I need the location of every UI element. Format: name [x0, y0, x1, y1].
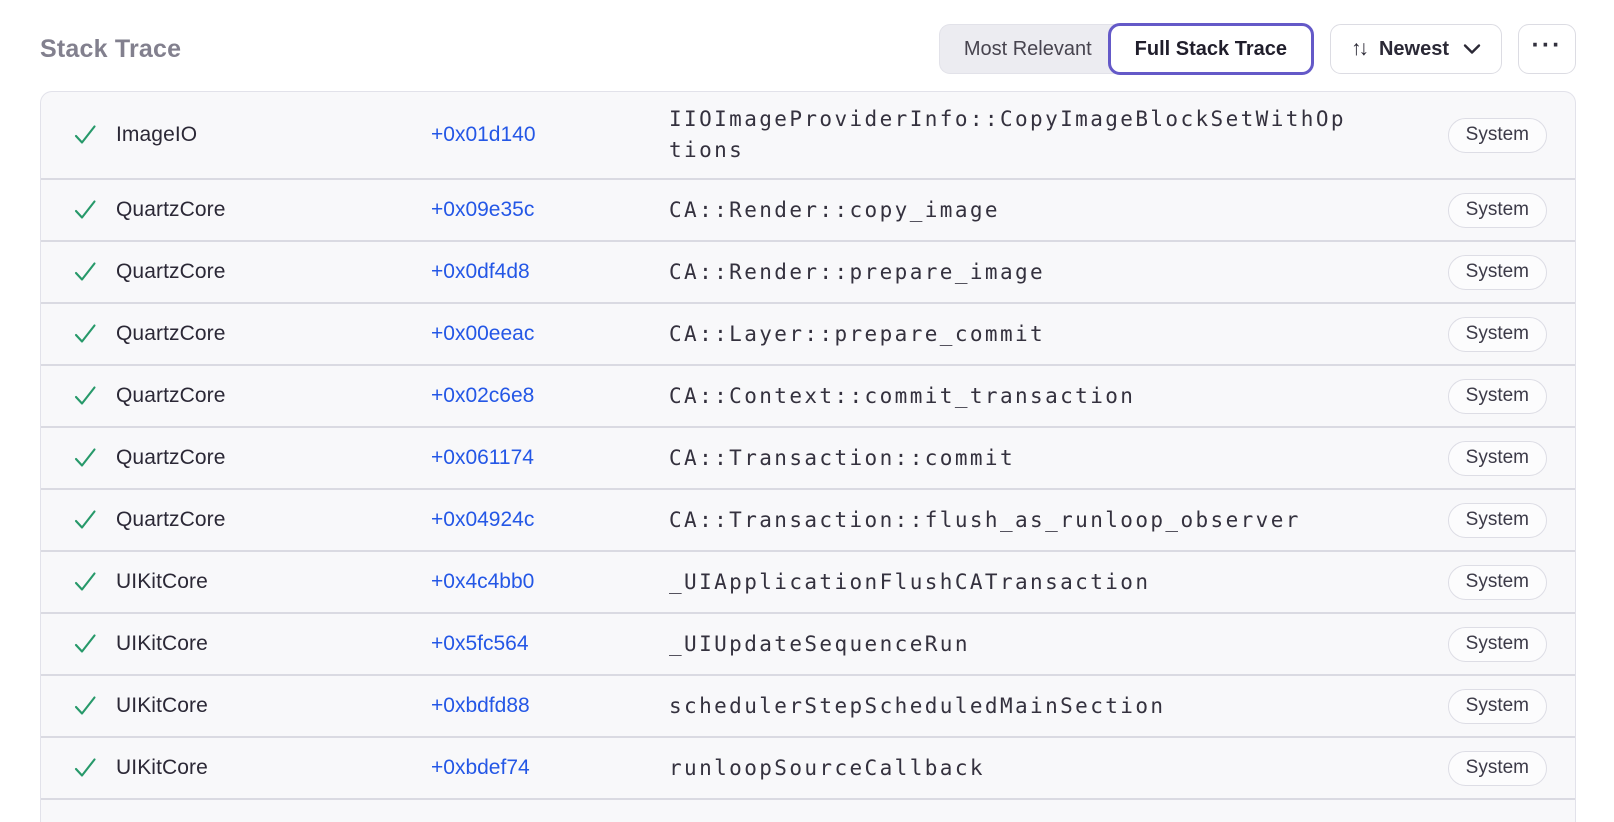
badge-cell: System	[1447, 254, 1547, 290]
system-badge: System	[1447, 502, 1547, 538]
system-badge: System	[1447, 626, 1547, 662]
stack-trace-row[interactable]: UIKitCore +0xbdfd88 schedulerStepSchedul…	[41, 674, 1575, 736]
stack-trace-row[interactable]: QuartzCore +0x09e35c CA::Render::copy_im…	[41, 178, 1575, 240]
full-stack-trace-button[interactable]: Full Stack Trace	[1107, 23, 1314, 75]
library-name: QuartzCore	[116, 446, 226, 469]
offset-link[interactable]: +0x4c4bb0	[431, 570, 535, 593]
library-name: UIKitCore	[116, 570, 208, 593]
offset-link[interactable]: +0x04924c	[431, 508, 535, 531]
sort-dropdown[interactable]: ↑↓ Newest	[1329, 24, 1502, 74]
offset-link[interactable]: +0x5fc564	[431, 632, 529, 655]
stack-trace-row-partial[interactable]	[41, 798, 1575, 822]
check-icon	[72, 383, 116, 409]
check-icon	[72, 693, 116, 719]
offset-link[interactable]: +0x01d140	[431, 123, 536, 146]
library-name: ImageIO	[116, 123, 198, 146]
badge-cell: System	[1447, 626, 1547, 662]
function-name: runloopSourceCallback	[669, 755, 985, 780]
system-badge: System	[1447, 192, 1547, 228]
library-name: UIKitCore	[116, 694, 208, 717]
check-icon	[72, 122, 116, 148]
system-badge: System	[1447, 316, 1547, 352]
stack-trace-row[interactable]: UIKitCore +0xbdef74 runloopSourceCallbac…	[41, 736, 1575, 798]
chevron-down-icon	[1463, 43, 1481, 55]
sort-arrows-icon: ↑↓	[1350, 37, 1369, 60]
offset-link[interactable]: +0x00eeac	[431, 322, 535, 345]
view-toggle: Most Relevant Full Stack Trace	[938, 23, 1314, 75]
library-name: QuartzCore	[116, 384, 226, 407]
offset-link[interactable]: +0xbdef74	[431, 756, 530, 779]
offset-link[interactable]: +0x02c6e8	[431, 384, 535, 407]
function-name: _UIApplicationFlushCATransaction	[669, 569, 1151, 594]
check-icon	[72, 755, 116, 781]
system-badge: System	[1447, 378, 1547, 414]
offset-link[interactable]: +0xbdfd88	[431, 694, 530, 717]
library-name: UIKitCore	[116, 632, 208, 655]
badge-cell: System	[1447, 117, 1547, 153]
function-name: _UIUpdateSequenceRun	[669, 631, 970, 656]
check-icon	[72, 445, 116, 471]
function-name: CA::Render::copy_image	[669, 197, 1000, 222]
badge-cell: System	[1447, 564, 1547, 600]
page-title: Stack Trace	[40, 34, 182, 63]
sort-dropdown-label: Newest	[1378, 37, 1449, 60]
stack-trace-row[interactable]: QuartzCore +0x0df4d8 CA::Render::prepare…	[41, 240, 1575, 302]
system-badge: System	[1447, 254, 1547, 290]
more-options-button[interactable]: ···	[1518, 24, 1576, 74]
check-icon	[72, 321, 116, 347]
badge-cell: System	[1447, 502, 1547, 538]
offset-link[interactable]: +0x09e35c	[431, 198, 535, 221]
stack-trace-row[interactable]: QuartzCore +0x00eeac CA::Layer::prepare_…	[41, 302, 1575, 364]
library-name: UIKitCore	[116, 756, 208, 779]
most-relevant-button[interactable]: Most Relevant	[938, 24, 1118, 74]
library-name: QuartzCore	[116, 508, 226, 531]
badge-cell: System	[1447, 688, 1547, 724]
function-name: IIOImageProviderInfo::CopyImageBlockSetW…	[669, 107, 1346, 162]
stack-trace-table: ImageIO +0x01d140 IIOImageProviderInfo::…	[40, 91, 1576, 822]
stack-trace-row[interactable]: ImageIO +0x01d140 IIOImageProviderInfo::…	[41, 92, 1575, 178]
badge-cell: System	[1447, 316, 1547, 352]
check-icon	[72, 507, 116, 533]
offset-link[interactable]: +0x0df4d8	[431, 260, 530, 283]
function-name: CA::Transaction::commit	[669, 445, 1015, 470]
library-name: QuartzCore	[116, 198, 226, 221]
stack-trace-row[interactable]: QuartzCore +0x061174 CA::Transaction::co…	[41, 426, 1575, 488]
system-badge: System	[1447, 564, 1547, 600]
offset-link[interactable]: +0x061174	[431, 446, 534, 469]
system-badge: System	[1447, 750, 1547, 786]
library-name: QuartzCore	[116, 260, 226, 283]
function-name: CA::Context::commit_transaction	[669, 383, 1136, 408]
function-name: schedulerStepScheduledMainSection	[669, 693, 1166, 718]
stack-trace-row[interactable]: QuartzCore +0x04924c CA::Transaction::fl…	[41, 488, 1575, 550]
function-name: CA::Layer::prepare_commit	[669, 321, 1046, 346]
badge-cell: System	[1447, 750, 1547, 786]
stack-trace-row[interactable]: QuartzCore +0x02c6e8 CA::Context::commit…	[41, 364, 1575, 426]
badge-cell: System	[1447, 440, 1547, 476]
system-badge: System	[1447, 440, 1547, 476]
panel-header: Stack Trace Most Relevant Full Stack Tra…	[40, 23, 1576, 75]
check-icon	[72, 569, 116, 595]
system-badge: System	[1447, 688, 1547, 724]
stack-trace-row[interactable]: UIKitCore +0x5fc564 _UIUpdateSequenceRun…	[41, 612, 1575, 674]
check-icon	[72, 197, 116, 223]
library-name: QuartzCore	[116, 322, 226, 345]
check-icon	[72, 259, 116, 285]
system-badge: System	[1447, 117, 1547, 153]
ellipsis-icon: ···	[1531, 30, 1563, 59]
check-icon	[72, 631, 116, 657]
function-name: CA::Render::prepare_image	[669, 259, 1046, 284]
badge-cell: System	[1447, 378, 1547, 414]
badge-cell: System	[1447, 192, 1547, 228]
stack-trace-row[interactable]: UIKitCore +0x4c4bb0 _UIApplicationFlushC…	[41, 550, 1575, 612]
function-name: CA::Transaction::flush_as_runloop_observ…	[669, 507, 1301, 532]
toolbar: Most Relevant Full Stack Trace ↑↓ Newest…	[938, 23, 1576, 75]
